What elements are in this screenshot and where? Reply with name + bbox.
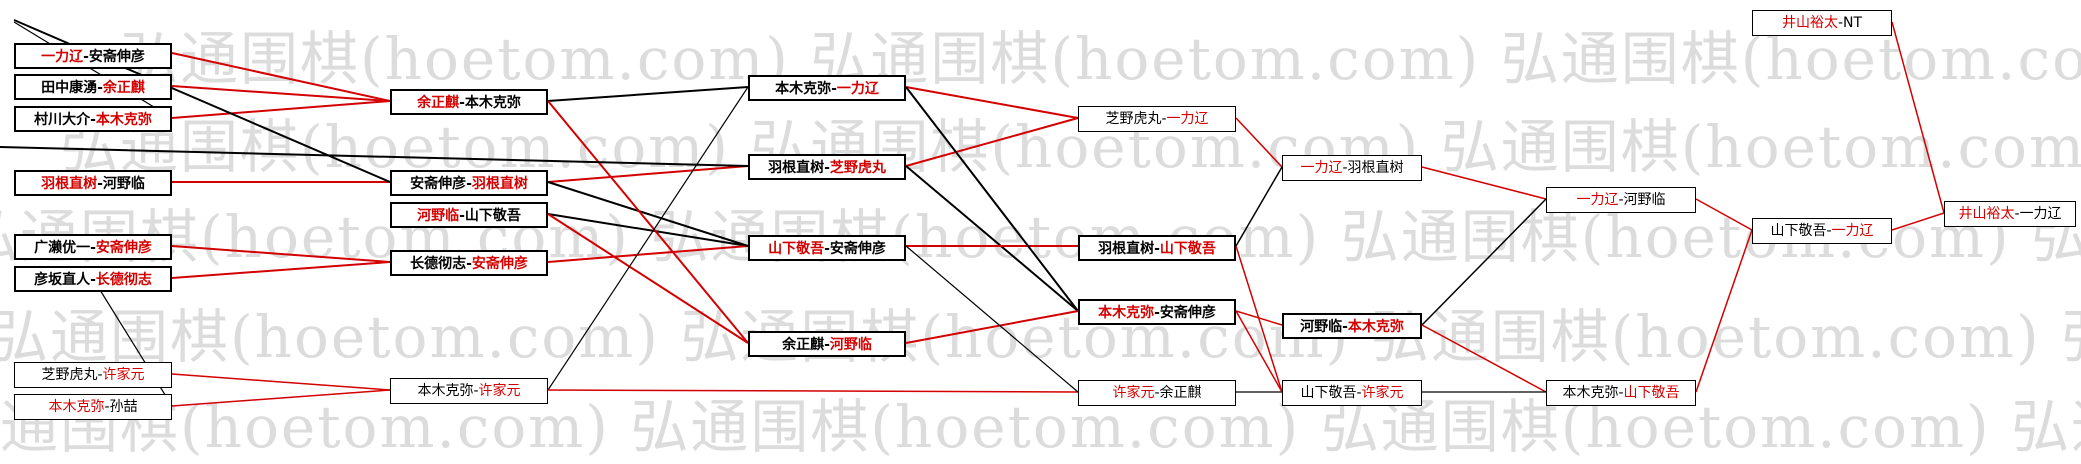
bracket-connector bbox=[1891, 21, 1945, 214]
match-node-r1-3: 村川大介-本木克弥 bbox=[14, 106, 172, 132]
match-node-r5-2: 河野临-本木克弥 bbox=[1282, 313, 1422, 339]
match-node-r1-6: 彦坂直人-长德彻志 bbox=[14, 266, 172, 292]
match-node-r1-1: 一力辽-安斋伸彦 bbox=[14, 43, 172, 69]
match-node-r2-5: 本木克弥-许家元 bbox=[390, 378, 548, 404]
bracket-connector bbox=[1421, 324, 1547, 393]
bracket-connector bbox=[171, 245, 391, 263]
bracket-connector bbox=[547, 245, 749, 263]
match-node-r6-2: 本木克弥-山下敬吾 bbox=[1546, 380, 1696, 406]
bracket-connector bbox=[1235, 117, 1283, 168]
match-node-r2-4: 长德彻志-安斋伸彦 bbox=[390, 250, 548, 276]
match-node-r3-3: 山下敬吾-安斋伸彦 bbox=[748, 235, 906, 261]
bracket-connector bbox=[905, 117, 1079, 167]
bracket-connector bbox=[171, 85, 391, 102]
match-node-final: 井山裕太-一力辽 bbox=[1944, 201, 2076, 227]
match-node-r3-2: 羽根直树-芝野虎丸 bbox=[748, 154, 906, 180]
bracket-connector bbox=[1891, 212, 1945, 231]
bracket-connector bbox=[1421, 166, 1547, 200]
bracket-connector bbox=[547, 86, 749, 391]
bracket-connector bbox=[547, 389, 1079, 393]
match-node-r1-2: 田中康湧-余正麒 bbox=[14, 74, 172, 100]
bracket-connector bbox=[905, 86, 1079, 312]
bracket-connector bbox=[547, 181, 749, 247]
match-node-r1-4: 羽根直树-河野临 bbox=[14, 170, 172, 196]
match-node-r2-3: 河野临-山下敬吾 bbox=[390, 202, 548, 228]
bracket-connector bbox=[905, 245, 1079, 393]
match-node-r6-1: 一力辽-河野临 bbox=[1546, 187, 1696, 213]
bracket-connector bbox=[547, 213, 749, 344]
bracket-connector bbox=[1235, 166, 1283, 247]
match-node-r2-2: 安斋伸彦-羽根直树 bbox=[390, 170, 548, 196]
match-node-r1-7: 芝野虎丸-许家元 bbox=[14, 362, 172, 388]
bracket-lines bbox=[0, 19, 1945, 407]
bracket-connector bbox=[1235, 310, 1283, 393]
bracket-connector bbox=[99, 289, 173, 407]
bracket-connector bbox=[547, 86, 749, 102]
bracket-connector bbox=[547, 213, 749, 247]
bracket-connector bbox=[0, 146, 749, 167]
match-node-r3-4: 余正麒-河野临 bbox=[748, 331, 906, 357]
match-node-r4-4: 许家元-余正麒 bbox=[1078, 380, 1236, 406]
match-node-r1-5: 广濑优一-安斋伸彦 bbox=[14, 234, 172, 260]
bracket-connector bbox=[171, 100, 391, 119]
bracket-connector bbox=[1235, 245, 1283, 393]
bracket-connector bbox=[171, 373, 391, 391]
bracket-connector bbox=[171, 52, 391, 102]
bracket-connector bbox=[1421, 198, 1547, 326]
bracket-connector bbox=[1695, 198, 1753, 231]
match-node-r4-1: 芝野虎丸-一力辽 bbox=[1078, 106, 1236, 132]
bracket-connector bbox=[171, 389, 391, 407]
bracket-connector bbox=[905, 86, 1079, 119]
match-node-r5-3: 山下敬吾-许家元 bbox=[1282, 380, 1422, 406]
bracket-connector bbox=[905, 310, 1079, 344]
bracket-connector bbox=[13, 21, 173, 119]
match-node-r7-2: 井山裕太-NT bbox=[1752, 10, 1892, 36]
bracket-connector bbox=[171, 261, 391, 279]
match-node-r7-1: 山下敬吾-一力辽 bbox=[1752, 218, 1892, 244]
match-node-r5-1: 一力辽-羽根直树 bbox=[1282, 155, 1422, 181]
match-node-r4-2: 羽根直树-山下敬吾 bbox=[1078, 235, 1236, 261]
match-node-r3-1: 本木克弥-一力辽 bbox=[748, 75, 906, 101]
bracket-connector bbox=[905, 165, 1079, 312]
bracket-connector bbox=[1695, 229, 1753, 393]
bracket-connector bbox=[547, 100, 749, 344]
bracket-connector bbox=[547, 165, 749, 183]
match-node-r4-3: 本木克弥-安斋伸彦 bbox=[1078, 299, 1236, 325]
match-node-r1-8: 本木克弥-孙喆 bbox=[14, 394, 172, 420]
match-node-r2-1: 余正麒-本木克弥 bbox=[390, 89, 548, 115]
